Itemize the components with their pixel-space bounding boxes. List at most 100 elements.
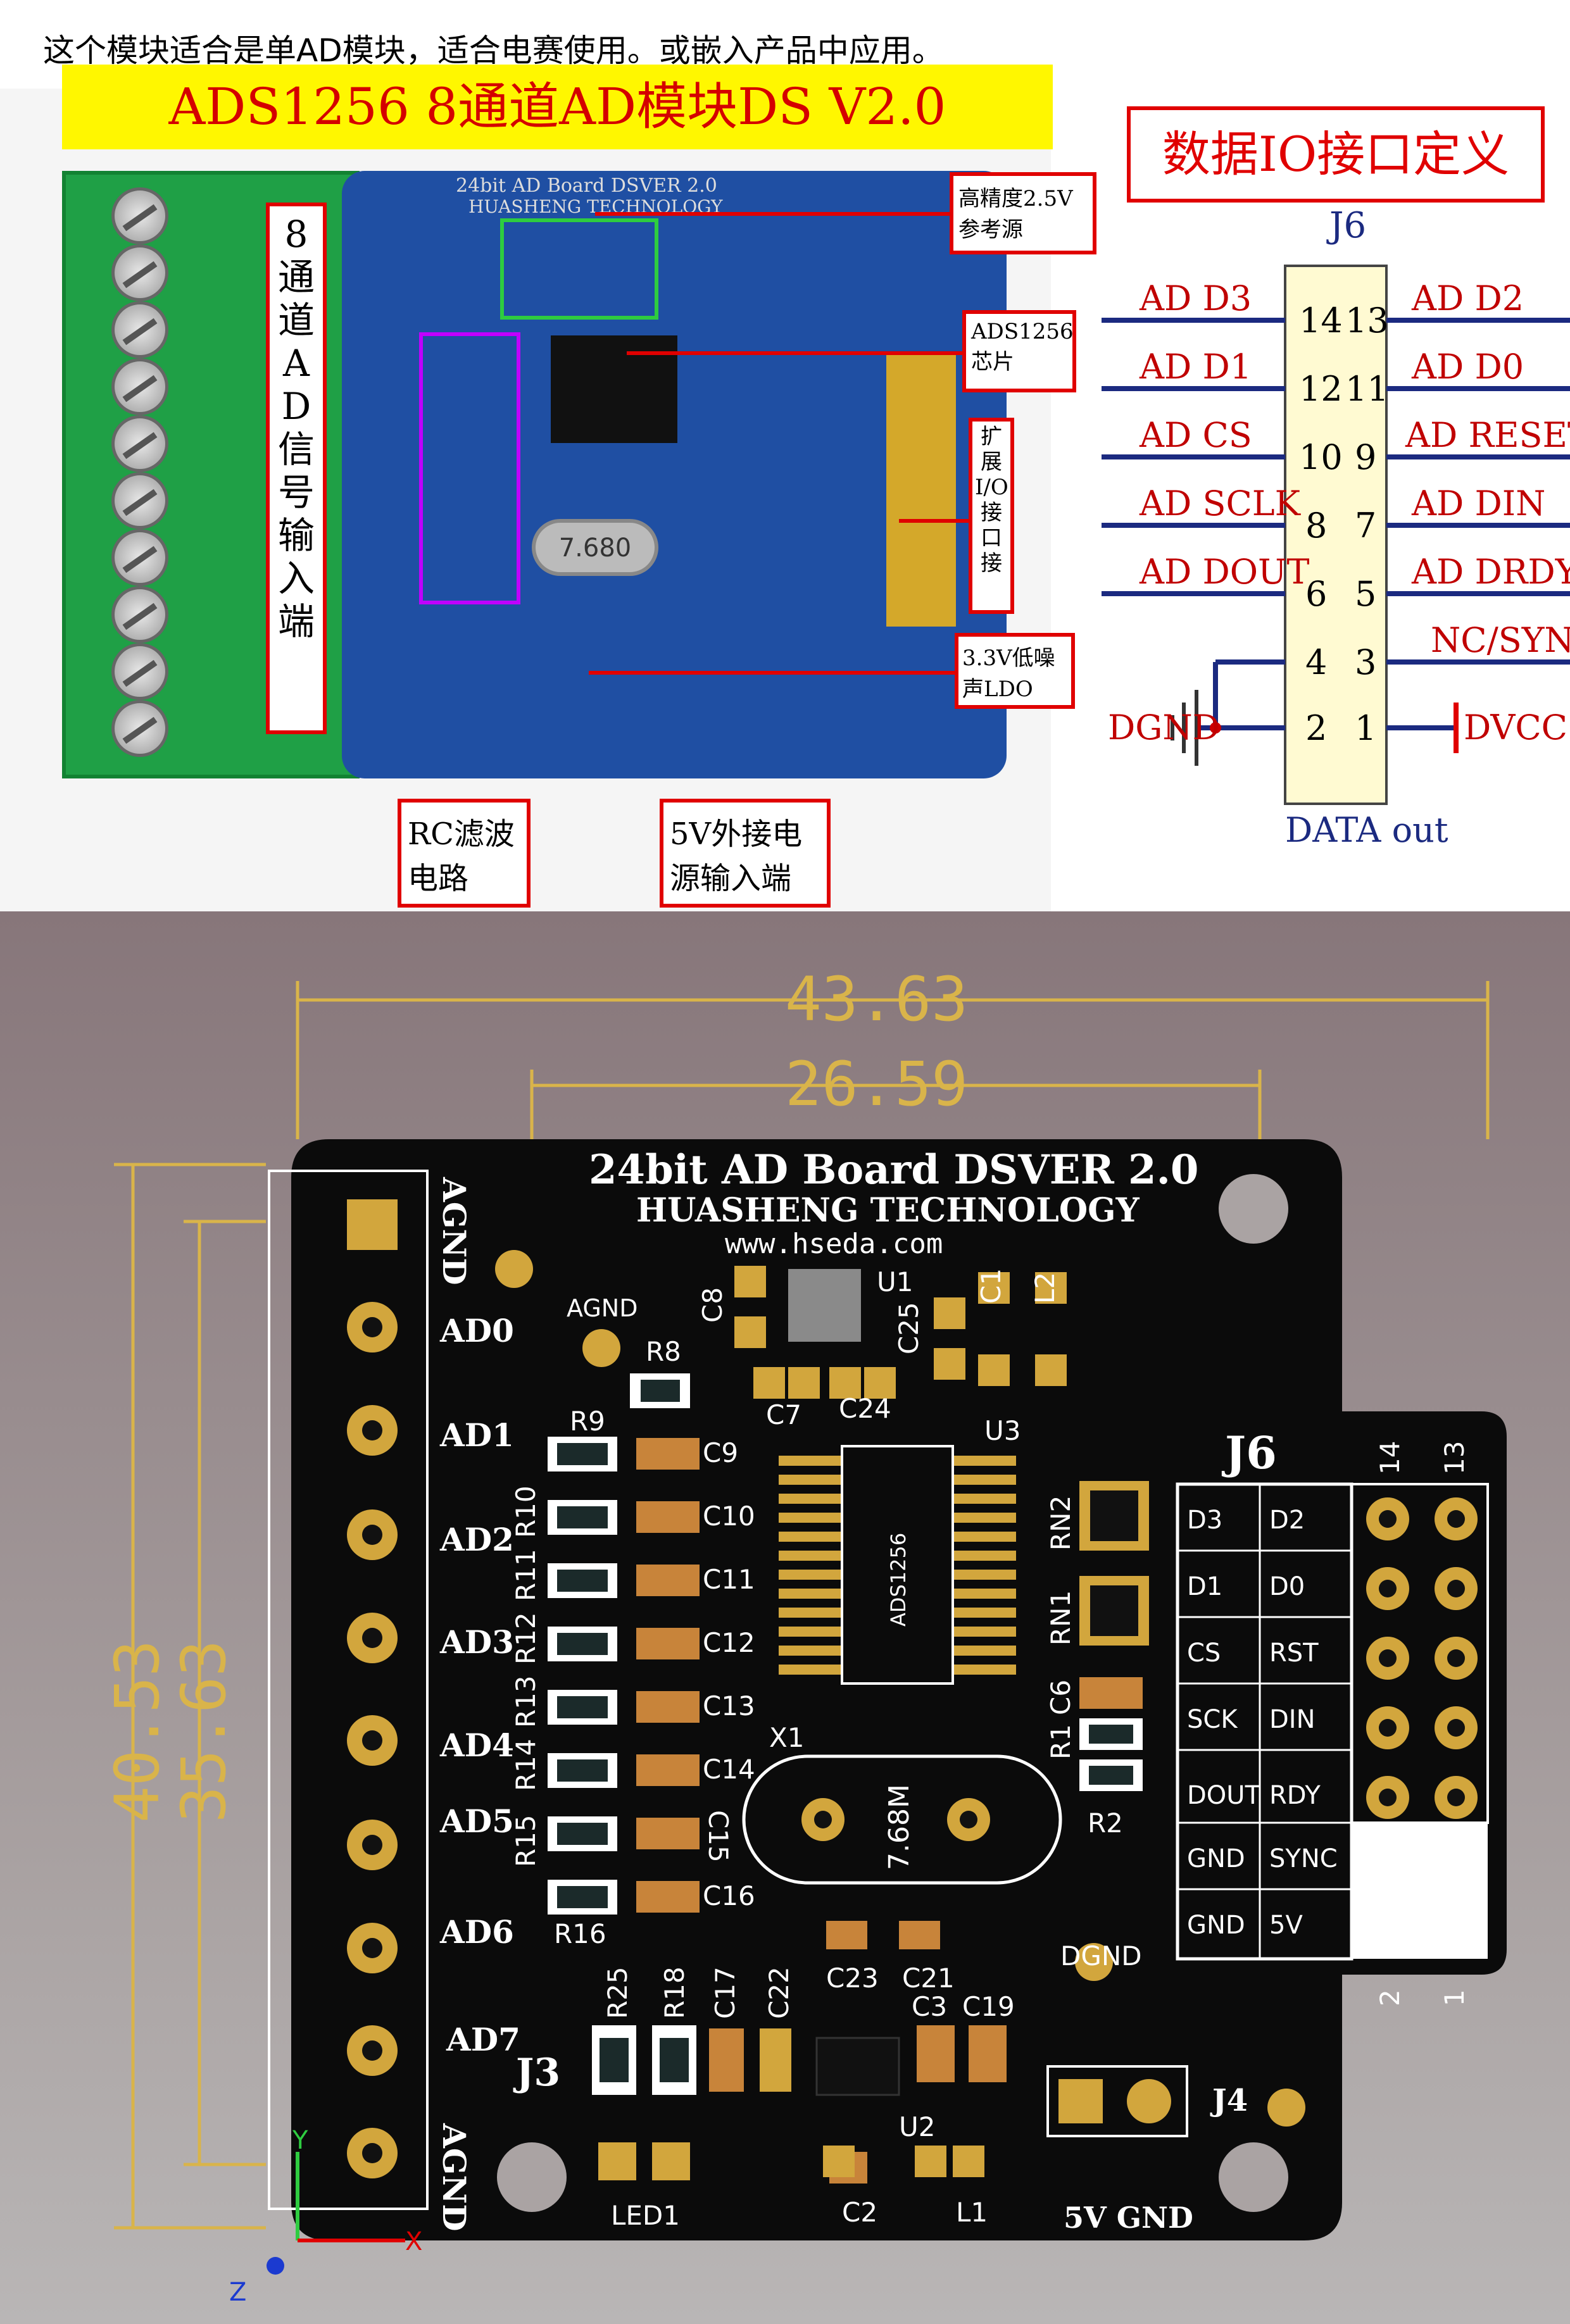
label-reference: 高精度2.5V参考源 [950, 172, 1096, 254]
label-c21: C21 [902, 1963, 955, 1994]
j6-table-cell: DOUT [1187, 1781, 1261, 1810]
j3-label: J3 [513, 2051, 560, 2095]
label-r16: R16 [554, 1918, 606, 1949]
label-u1: U1 [877, 1266, 913, 1297]
sch-pin: 3 [1355, 642, 1376, 682]
pointer-line [627, 351, 962, 355]
board-outline [291, 1139, 1507, 2240]
j6-table-cell: D1 [1187, 1572, 1222, 1601]
pin-2: 2 [1374, 1989, 1405, 2006]
label-agnd-pad: AGND [567, 1294, 637, 1322]
ad-label: AD0 [439, 1312, 514, 1349]
sch-pin: 1 [1355, 708, 1376, 748]
sch-right-signal: NC/SYNC [1431, 620, 1570, 660]
j6-label: J6 [1221, 1427, 1277, 1479]
label-c12: C12 [703, 1627, 755, 1658]
sch-left-signal: AD D3 [1139, 278, 1252, 318]
sch-pin: 9 [1355, 437, 1376, 477]
j6-table-cell: DIN [1269, 1705, 1316, 1734]
label-dgnd-pad: DGND [1060, 1940, 1142, 1971]
label-c14: C14 [703, 1754, 755, 1785]
label-c25: C25 [893, 1302, 924, 1354]
label-rn2: RN2 [1045, 1496, 1076, 1551]
ad-label: AD4 [439, 1727, 514, 1764]
reference-highlight [500, 218, 658, 320]
label-r25: R25 [602, 1966, 633, 2019]
j6-table-cell: D0 [1269, 1572, 1305, 1601]
silk-url: www.hseda.com [725, 1228, 943, 1260]
pin-1: 1 [1439, 1989, 1470, 2006]
pointer-line [589, 671, 955, 675]
label-u3: U3 [984, 1415, 1020, 1446]
label-c13: C13 [703, 1690, 755, 1721]
sch-pin: 8 [1305, 506, 1327, 546]
sch-footer: DATA out [1285, 810, 1448, 848]
rc-filter-highlight [419, 332, 520, 604]
sch-right-signal: AD DRDY [1411, 552, 1570, 592]
photo-title: ADS1256 8通道AD模块DS V2.0 [62, 65, 1053, 149]
j6-table-cell: GND [1187, 1911, 1245, 1940]
sch-vcc-label: DVCC5V [1464, 708, 1570, 747]
label-ads-chip: ADS1256芯片 [962, 310, 1076, 392]
label-r15: R15 [510, 1815, 541, 1867]
j4-label: J4 [1210, 2083, 1248, 2118]
mount-hole [1219, 2142, 1288, 2212]
j6-table-cell: SCK [1187, 1705, 1238, 1734]
sch-pin: 12 [1299, 369, 1343, 409]
crystal-photo: 7.680 [532, 519, 658, 576]
label-c24: C24 [839, 1393, 891, 1424]
label-c16: C16 [703, 1880, 755, 1911]
ad-label: AD7 [446, 2021, 520, 2058]
silk-company: HUASHENG TECHNOLOGY [636, 1191, 1140, 1230]
label-c1: C1 [976, 1268, 1007, 1304]
j6-table-cell: CS [1187, 1639, 1221, 1668]
ad-label: AGND [436, 1177, 473, 1285]
label-c22: C22 [763, 1966, 794, 2019]
pin-13: 13 [1439, 1441, 1470, 1475]
mount-hole [497, 2142, 567, 2212]
schematic-title: 数据IO接口定义 [1127, 106, 1545, 203]
j6-table-cell: RDY [1269, 1781, 1321, 1810]
label-c23: C23 [826, 1963, 879, 1994]
pin-14: 14 [1374, 1441, 1405, 1475]
j6-table-cell: SYNC [1269, 1844, 1338, 1873]
label-ldo: 3.3V低噪声LDO [955, 633, 1075, 709]
label-ad-input: 8 通 道 A D 信 号 输 入 端 [266, 203, 327, 734]
label-r12: R12 [510, 1612, 541, 1665]
axis-x: X [405, 2227, 422, 2256]
label-rn1: RN1 [1045, 1590, 1076, 1646]
j6-table-cell: GND [1187, 1844, 1245, 1873]
u2-ldo [815, 2037, 900, 2096]
label-expansion-io: 扩 展 I/O 接 口 接 [969, 418, 1014, 614]
sch-left-signal: AD CS [1139, 415, 1252, 455]
sch-connector-label: J6 [1326, 205, 1366, 246]
silk-title: 24bit AD Board DSVER 2.0 [589, 1146, 1198, 1194]
label-r8: R8 [646, 1336, 681, 1367]
sch-pin: 7 [1355, 506, 1376, 546]
ad-label: AD6 [439, 1913, 514, 1951]
axis-y: Y [292, 2126, 308, 2155]
ad-label: AGND [436, 2123, 473, 2232]
label-c9: C9 [703, 1437, 738, 1468]
pcb-render: 43.63 26.59 40.53 35.63 AGND AD0 AD1 AD2… [0, 911, 1570, 2324]
sch-pin: 4 [1305, 642, 1327, 682]
ads1256-chip [841, 1445, 954, 1685]
u1-chip [788, 1269, 861, 1342]
sch-right-signal: AD D2 [1411, 278, 1524, 318]
pad-square [347, 1199, 398, 1250]
sch-pin: 5 [1355, 574, 1376, 614]
sch-pin: 10 [1299, 437, 1343, 477]
dim-width-inner: 26.59 [785, 1049, 968, 1120]
label-x1: X1 [769, 1722, 805, 1753]
j6-table-cell: D3 [1187, 1506, 1222, 1535]
sch-right-signal: AD DIN [1411, 484, 1545, 523]
photo-silk-line1: 24bit AD Board DSVER 2.0 [456, 175, 717, 197]
label-r1: R1 [1045, 1724, 1076, 1759]
label-r2: R2 [1088, 1808, 1123, 1839]
sch-pin: 11 [1345, 369, 1389, 409]
sch-pin: 2 [1305, 708, 1327, 748]
sch-pin: 14 [1299, 301, 1343, 340]
label-c10: C10 [703, 1501, 755, 1532]
label-c2: C2 [842, 2197, 877, 2228]
dim-height-inner: 35.63 [168, 1640, 239, 1823]
